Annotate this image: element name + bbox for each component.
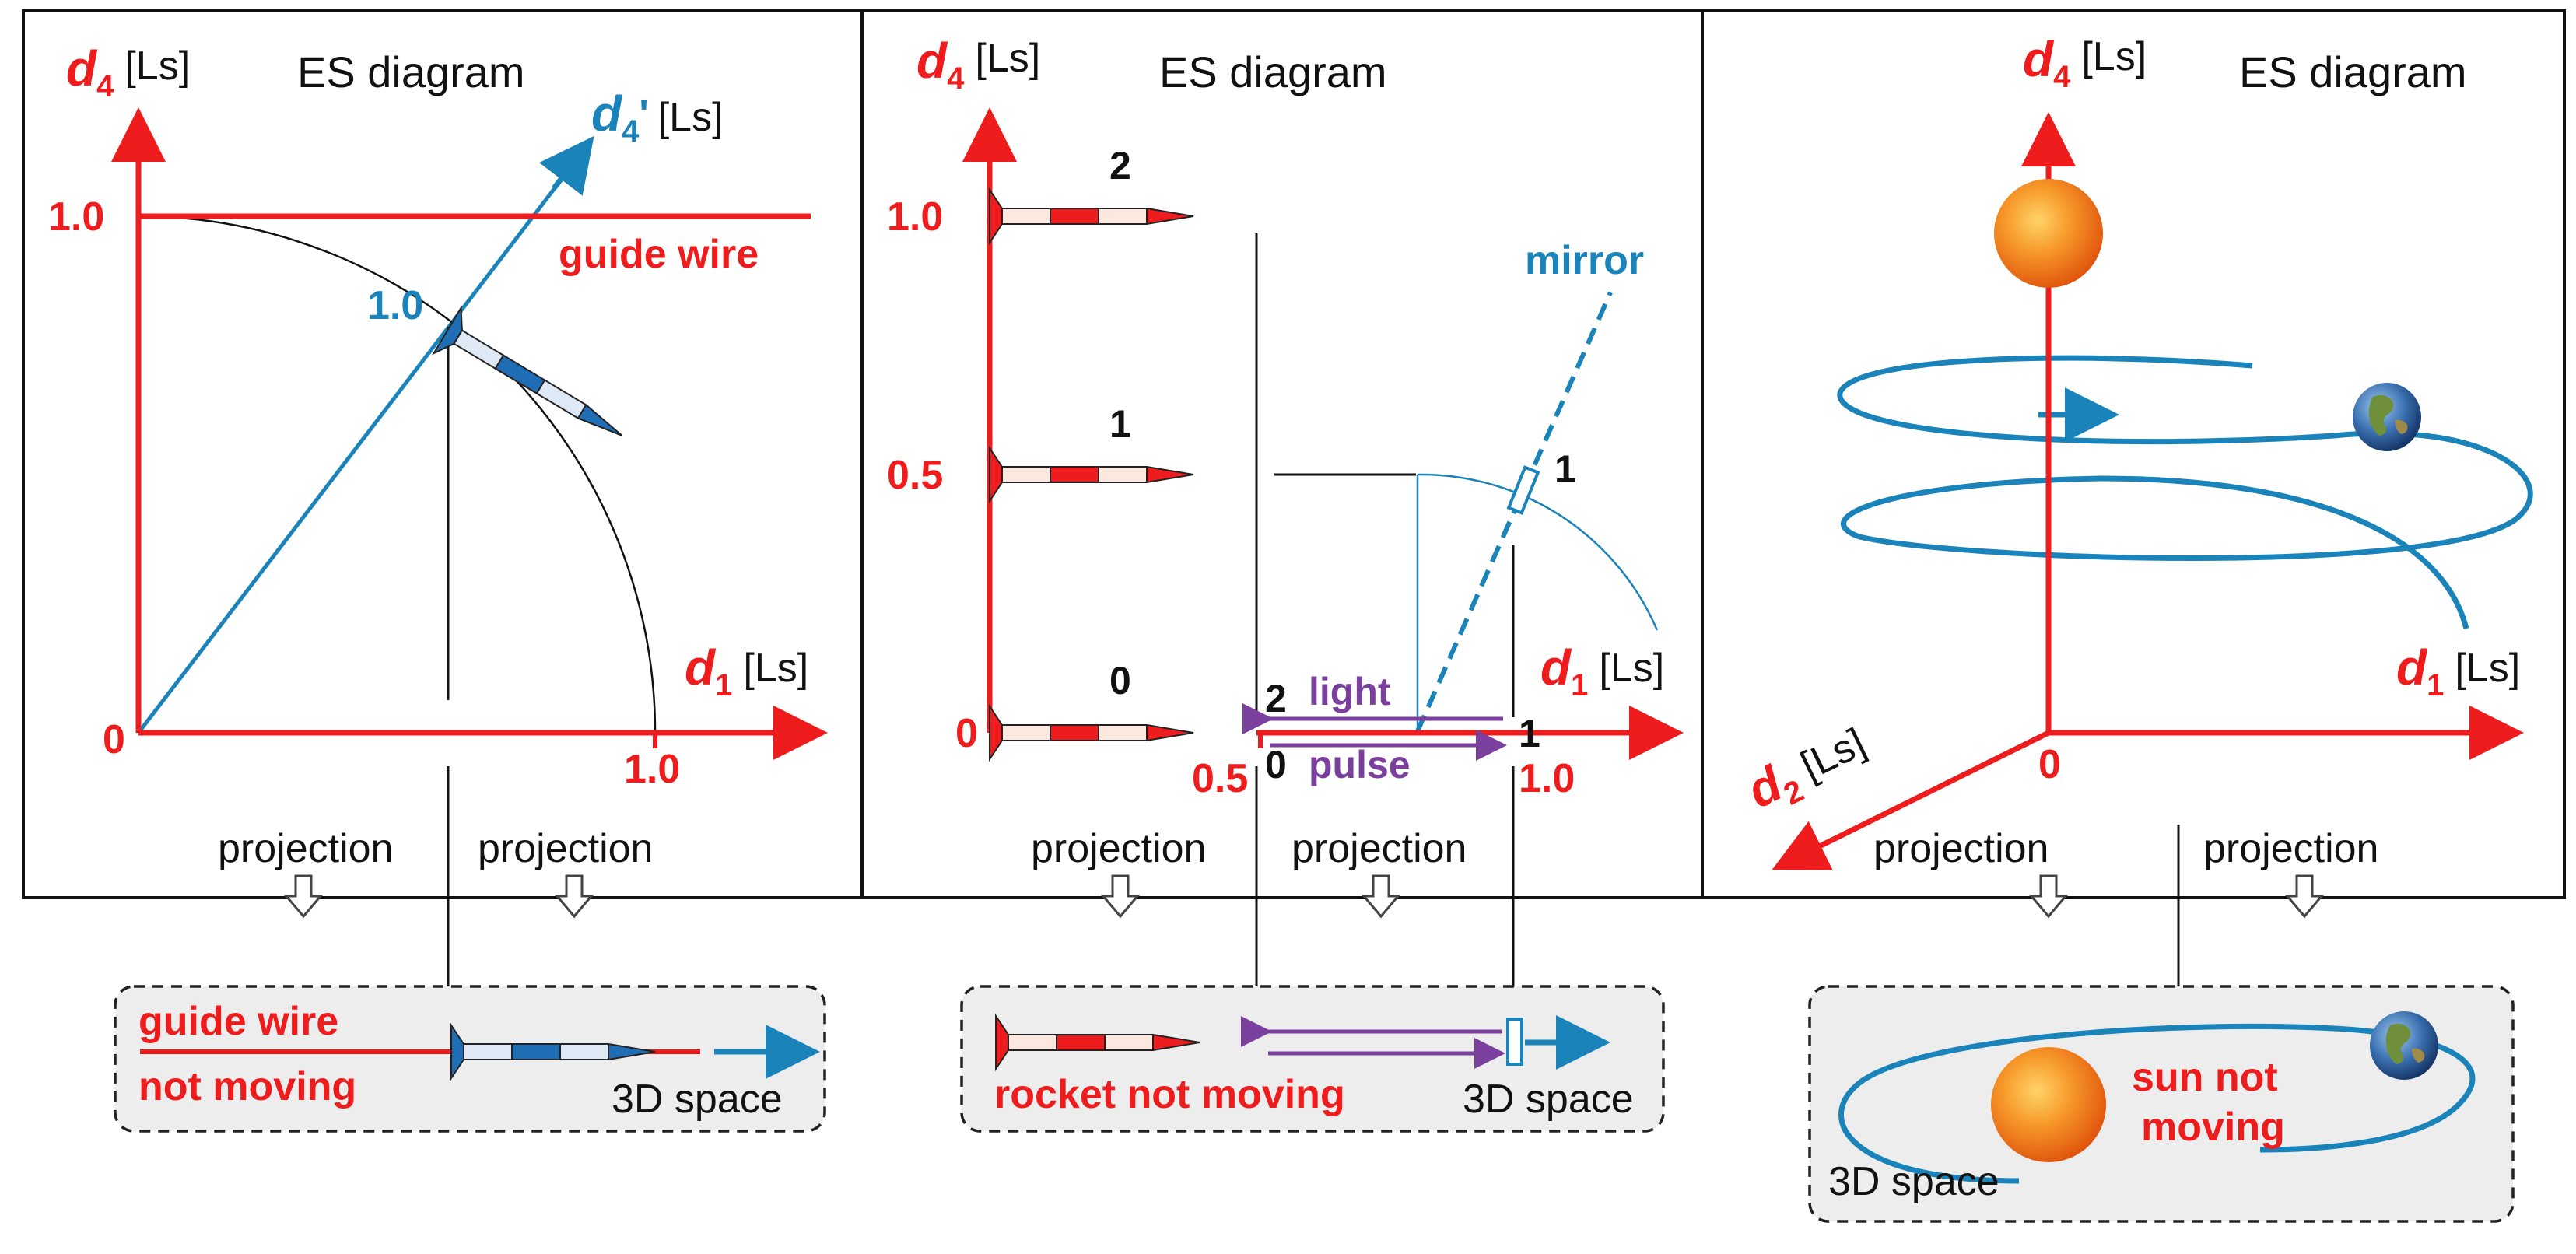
mirror-icon (1506, 465, 1540, 515)
space-box-label: 3D space (1828, 1159, 1999, 1204)
guide-wire-label: guide wire (559, 232, 759, 277)
x-tick-1: 1.0 (624, 747, 680, 792)
earth-icon (2353, 383, 2421, 451)
pulse-end-label: 1 (1519, 712, 1540, 755)
origin-label: 0 (2038, 742, 2061, 787)
light-label: light (1309, 670, 1391, 713)
space-box-caption: rocket not moving (994, 1072, 1345, 1117)
panel-middle-title: ES diagram (1159, 47, 1387, 96)
orbit-spiral (1837, 355, 2533, 629)
tilted-axis-label: d4'[Ls] (591, 86, 724, 149)
d1-axis-label: d1[Ls] (1540, 639, 1664, 702)
rocket-time-0: 0 (1109, 659, 1131, 702)
sun-icon (1991, 1047, 2106, 1162)
origin-label: 0 (103, 717, 125, 762)
d4-axis-label: d4[Ls] (916, 33, 1040, 96)
panel-right: ES diagram d4[Ls] d1[Ls] d2[Ls] 0 projec… (1739, 31, 2533, 1223)
panel-right-title: ES diagram (2239, 47, 2467, 96)
projection-arrow-icon (2286, 874, 2323, 918)
rocket-icon (989, 447, 1194, 502)
mirror-worldline (1415, 291, 1613, 733)
d2-axis-label: d2[Ls] (1739, 714, 1878, 825)
rocket-time-1: 1 (1109, 402, 1131, 446)
projection-label-right: projection (1292, 826, 1467, 871)
tilted-axis-arrow (539, 135, 594, 196)
panel-left-title: ES diagram (297, 47, 525, 96)
y-tick-half: 0.5 (887, 453, 943, 498)
panel-right-frame (1701, 9, 2566, 899)
pulse-start-label: 0 (1265, 743, 1287, 786)
rocket-time-2: 2 (1109, 144, 1131, 187)
panel-middle: ES diagram d4[Ls] 1.0 0.5 0 0 1 2 mirror… (887, 33, 1684, 1133)
projection-arrow-icon (2030, 874, 2067, 918)
rocket-icon (989, 706, 1194, 760)
y-tick-1: 1.0 (48, 194, 104, 240)
mirror-label: mirror (1525, 238, 1644, 283)
tilted-time-axis (137, 154, 581, 734)
projection-arrow-icon (1362, 874, 1400, 918)
projection-label-left: projection (1873, 826, 2049, 871)
mirror-icon (1506, 1018, 1523, 1066)
d4-axis-label: d4[Ls] (2023, 31, 2147, 94)
mirror-arc (1417, 473, 1659, 631)
sun-icon (1994, 179, 2103, 288)
space-box-middle (960, 985, 1665, 1133)
projection-label-right: projection (2203, 826, 2378, 871)
d2-axis (1772, 730, 2050, 870)
projection-label-left: projection (1031, 826, 1206, 871)
space-box-line1: sun not (2132, 1055, 2278, 1100)
space-box-label: 3D space (612, 1077, 783, 1122)
pulse-return-label: 2 (1265, 677, 1287, 720)
projection-label-right: projection (478, 826, 653, 871)
x-tick-1: 1.0 (1519, 756, 1575, 801)
d4-axis-label: d4[Ls] (66, 40, 190, 103)
projection-arrow-icon (556, 874, 593, 918)
space-box-line1: guide wire (138, 999, 338, 1044)
d1-axis-label: d1[Ls] (2396, 639, 2520, 702)
mirror-event-label: 1 (1554, 447, 1576, 491)
d1-axis-label: d1[Ls] (685, 639, 808, 702)
x-tick-half: 0.5 (1192, 756, 1248, 801)
panel-left: ES diagram d4[Ls] d4'[Ls] 1.0 1.0 0 1.0 … (48, 40, 828, 1133)
pulse-label: pulse (1309, 743, 1411, 786)
space-box-label: 3D space (1463, 1077, 1634, 1122)
panel-left-frame (22, 9, 864, 899)
y-tick-1: 1.0 (887, 194, 943, 240)
space-box-line2: moving (2141, 1105, 2285, 1150)
origin-label: 0 (955, 711, 978, 756)
projection-arrow-icon (285, 874, 322, 918)
projection-arrow-icon (1102, 874, 1139, 918)
rocket-icon (989, 189, 1194, 243)
orbit-ellipse (1838, 1023, 2476, 1184)
earth-icon (2370, 1011, 2438, 1080)
tilted-tick-1: 1.0 (367, 283, 423, 328)
space-box-line2: not moving (138, 1064, 356, 1109)
projection-label-left: projection (218, 826, 393, 871)
